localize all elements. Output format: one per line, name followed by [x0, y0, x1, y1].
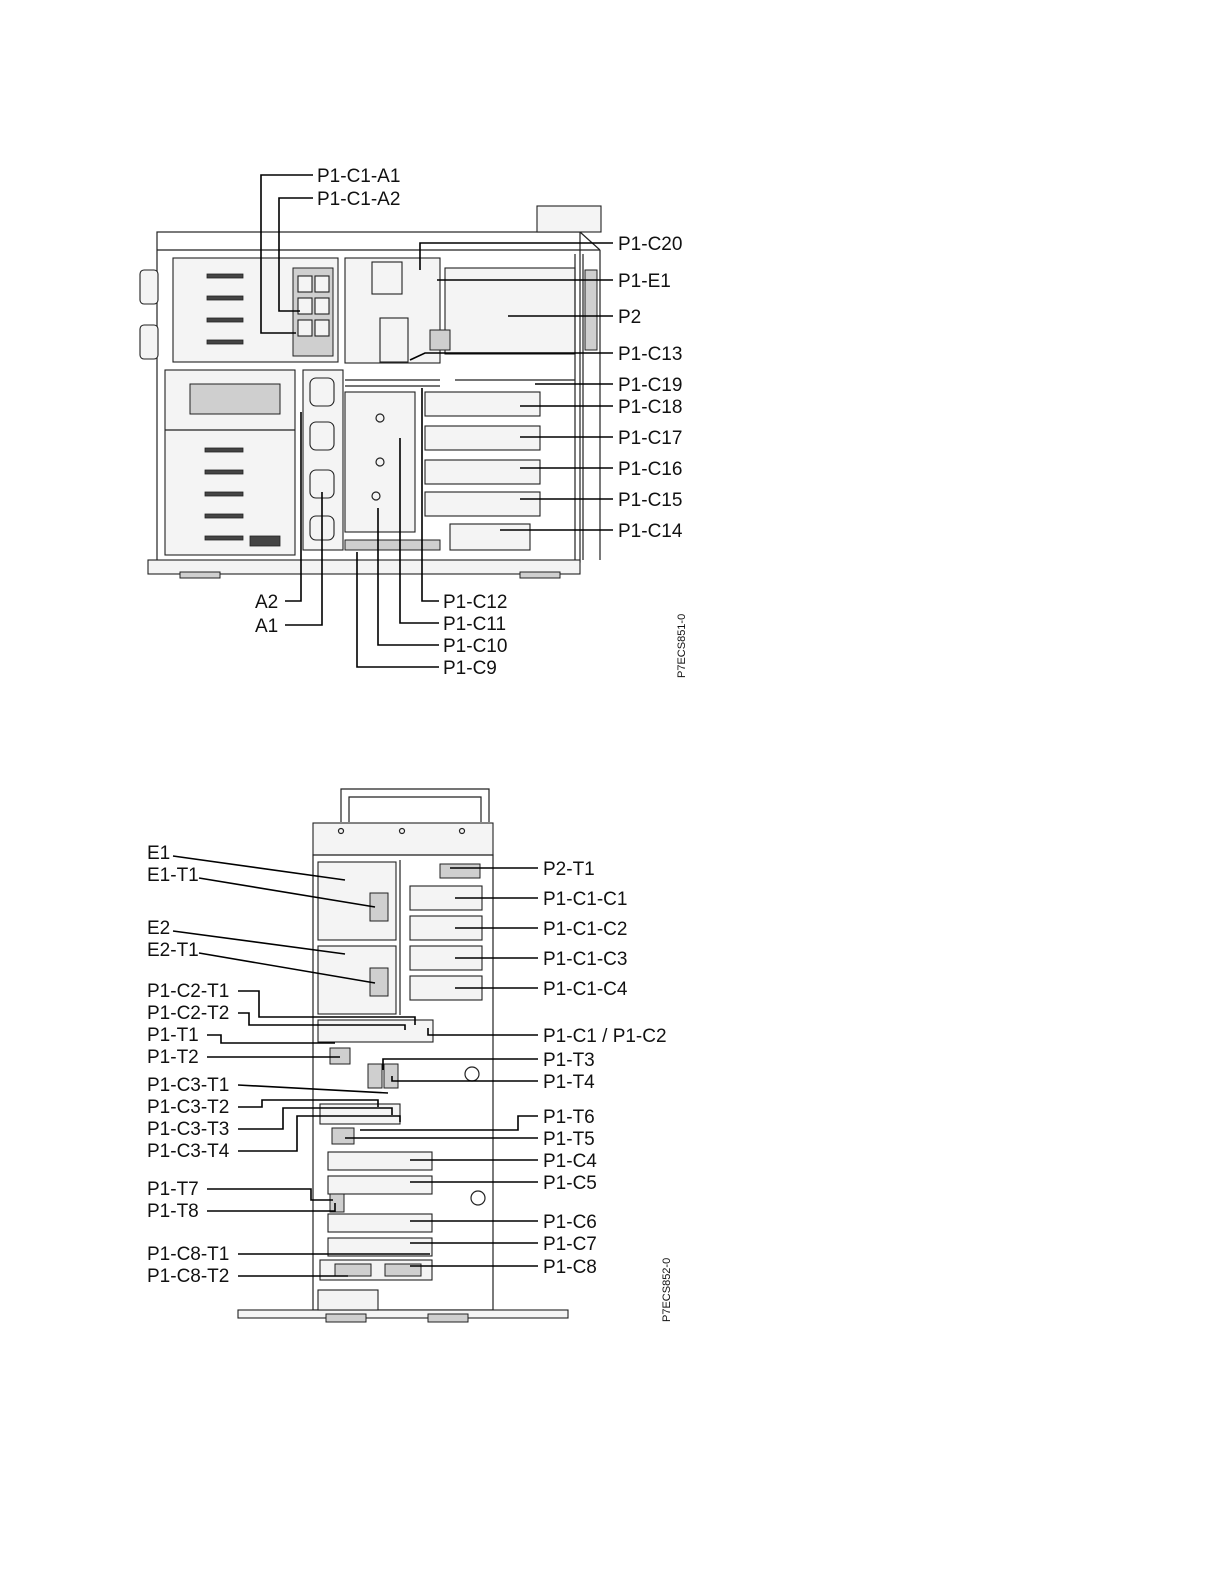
pcie-card-c14	[449, 523, 531, 551]
label-p1-c1-a2: P1-C1-A2	[317, 189, 400, 210]
label-e2-t1: E2-T1	[147, 940, 199, 961]
label-p1-c14: P1-C14	[618, 521, 683, 542]
label-p1-c8: P1-C8	[543, 1257, 597, 1278]
label-p1-c1-c1: P1-C1-C1	[543, 889, 627, 910]
label-p1-c1-c2: P1-C1-C2	[543, 919, 627, 940]
label-p1-c3-t4: P1-C3-T4	[147, 1141, 230, 1162]
slot-p1-c6	[327, 1213, 433, 1233]
label-a2: A2	[255, 592, 278, 613]
label-p2-t1: P2-T1	[543, 859, 595, 880]
label-p1-t8: P1-T8	[147, 1201, 199, 1222]
label-p1-c10: P1-C10	[443, 636, 507, 657]
label-p1-c17: P1-C17	[618, 428, 682, 449]
pcie-card-c17	[424, 425, 541, 451]
slot-p1-c4	[327, 1151, 433, 1171]
label-p1-c6: P1-C6	[543, 1212, 597, 1233]
label-p1-c1-p1-c2: P1-C1 / P1-C2	[543, 1026, 667, 1047]
label-p1-c2-t2: P1-C2-T2	[147, 1003, 229, 1024]
slot-p1-c5	[327, 1175, 433, 1195]
label-p1-c1-c4: P1-C1-C4	[543, 979, 628, 1000]
label-p1-c3-t3: P1-C3-T3	[147, 1119, 229, 1140]
rear-top-handle	[340, 788, 490, 822]
processor-heatsink	[344, 391, 416, 533]
label-e1: E1	[147, 843, 170, 864]
label-a1: A1	[255, 616, 278, 637]
leader-lines-side	[260, 174, 613, 668]
label-p2: P2	[618, 307, 641, 328]
figure-id-2: P7ECS852-0	[661, 1258, 673, 1322]
label-p1-t2: P1-T2	[147, 1047, 199, 1068]
label-p1-c4: P1-C4	[543, 1151, 597, 1172]
figure-side-view: P1-C1-A1 P1-C1-A2 P1-C20 P1-E1 P2 P1-C13…	[139, 166, 688, 679]
top-handle	[536, 205, 602, 233]
label-p1-c3-t1: P1-C3-T1	[147, 1075, 229, 1096]
label-p1-c9: P1-C9	[443, 658, 497, 679]
pcie-card-c16	[424, 459, 541, 485]
label-p1-c3-t2: P1-C3-T2	[147, 1097, 229, 1118]
slot-p1-c7	[327, 1237, 433, 1257]
label-p1-c11: P1-C11	[443, 614, 506, 635]
label-p1-c2-t1: P1-C2-T1	[147, 981, 229, 1002]
label-p1-c15: P1-C15	[618, 490, 682, 511]
label-p1-c13: P1-C13	[618, 344, 682, 365]
label-p1-c1-c3: P1-C1-C3	[543, 949, 627, 970]
rear-top-plate	[312, 822, 494, 856]
system-backplane-p2	[444, 267, 576, 355]
label-p1-c5: P1-C5	[543, 1173, 597, 1194]
label-p1-c8-t1: P1-C8-T1	[147, 1244, 229, 1265]
label-e2: E2	[147, 918, 170, 939]
leader-lines-rear-left	[172, 855, 430, 1277]
chassis-base	[147, 559, 581, 575]
rear-stand	[237, 1309, 569, 1319]
label-p1-t4: P1-T4	[543, 1072, 595, 1093]
label-p1-c7: P1-C7	[543, 1234, 597, 1255]
label-p1-t6: P1-T6	[543, 1107, 595, 1128]
upper-cage-slots	[206, 273, 244, 345]
label-p1-c16: P1-C16	[618, 459, 682, 480]
pcie-card-c18	[424, 391, 541, 417]
lower-cage-slots	[204, 447, 244, 541]
label-e1-t1: E1-T1	[147, 865, 199, 886]
port-p2-t1-shape	[439, 863, 481, 879]
power-inlet-e1-t1	[369, 892, 389, 922]
label-p1-t5: P1-T5	[543, 1129, 595, 1150]
label-p1-t7: P1-T7	[147, 1179, 199, 1200]
figure-id-1: P7ECS851-0	[676, 614, 688, 678]
figure-rear-view: E1 E1-T1 E2 E2-T1 P1-C2-T1 P1-C2-T2 P1-T…	[147, 788, 673, 1323]
label-p1-t3: P1-T3	[543, 1050, 595, 1071]
pcie-card-c15	[424, 491, 541, 517]
label-p1-c12: P1-C12	[443, 592, 507, 613]
label-p1-e1: P1-E1	[618, 271, 671, 292]
label-p1-c20: P1-C20	[618, 234, 682, 255]
label-p1-c19: P1-C19	[618, 375, 682, 396]
label-p1-t1: P1-T1	[147, 1025, 199, 1046]
drive-label-plate	[189, 383, 281, 415]
leader-lines-rear-right	[345, 867, 538, 1267]
label-p1-c1-a1: P1-C1-A1	[317, 166, 400, 187]
label-p1-c8-t2: P1-C8-T2	[147, 1266, 229, 1287]
label-p1-c18: P1-C18	[618, 397, 682, 418]
